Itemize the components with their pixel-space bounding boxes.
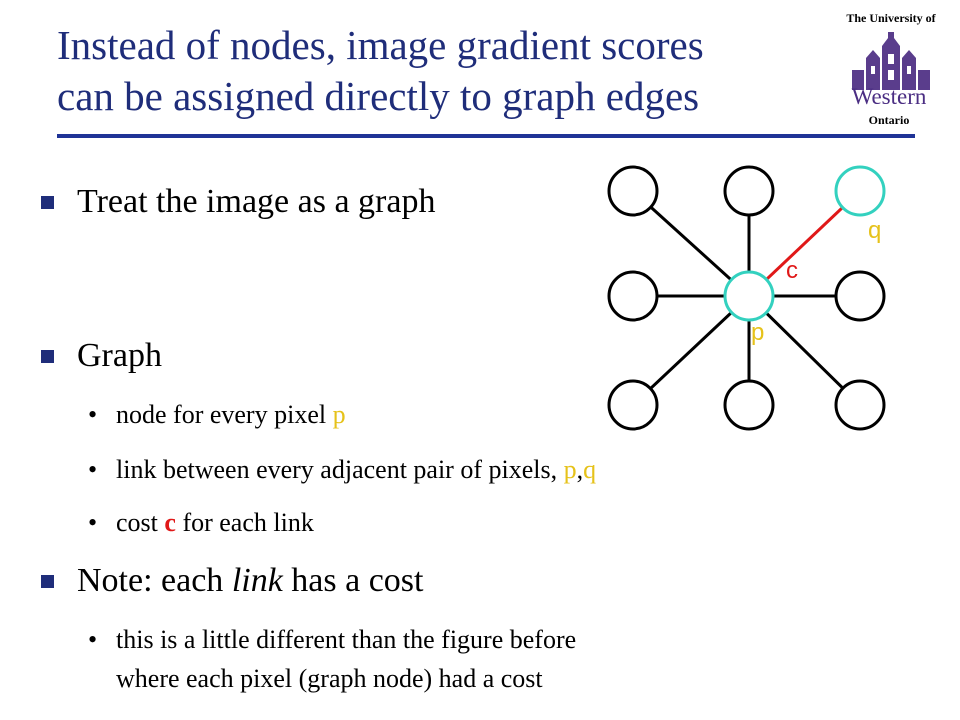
- graph-label-q: q: [868, 217, 881, 244]
- label-p: p: [563, 455, 577, 484]
- bullet-note: Note: each link has a cost: [77, 561, 423, 601]
- label-c: c: [164, 508, 176, 537]
- comma: ,: [576, 455, 584, 484]
- edge-sw: [631, 294, 751, 407]
- label-p: p: [332, 400, 346, 429]
- sub-bullet-dot-icon: •: [88, 400, 98, 429]
- node-nw: [607, 165, 659, 217]
- sub-bullet-link: link between every adjacent pair of pixe…: [116, 454, 596, 486]
- sub-bullet-node-text: node for every pixel: [116, 400, 333, 429]
- sub-bullet-dot-icon: •: [88, 455, 98, 484]
- logo-ontario: Ontario: [868, 113, 910, 127]
- node-e: [834, 270, 886, 322]
- logo-university-of: The University of: [846, 11, 936, 25]
- edge-nw: [631, 189, 751, 298]
- node-p: [723, 270, 775, 322]
- node-w: [607, 270, 659, 322]
- sub-bullet-dot-icon: •: [88, 508, 98, 537]
- sub-bullet-different-line2: where each pixel (graph node) had a cost: [116, 664, 543, 693]
- sub-bullet-node: node for every pixel p: [116, 399, 346, 431]
- node-n: [723, 165, 775, 217]
- graph-label-p: p: [751, 319, 764, 346]
- label-q: q: [583, 455, 597, 484]
- sub-bullet-cost-post: for each link: [175, 508, 314, 537]
- graph-label-c: c: [786, 257, 798, 284]
- sub-bullet-dot-icon: •: [88, 625, 98, 654]
- node-se: [834, 379, 886, 431]
- node-q: [834, 165, 886, 217]
- note-emphasis: link: [231, 562, 283, 599]
- slide-title: Instead of nodes, image gradient scores …: [57, 20, 847, 122]
- title-underline: [57, 134, 915, 138]
- sub-bullet-different-line1: this is a little different than the figu…: [116, 625, 577, 654]
- sub-bullet-link-text: link between every adjacent pair of pixe…: [116, 455, 564, 484]
- sub-bullet-cost: cost c for each link: [116, 507, 314, 539]
- pixel-graph-diagram: q c p: [607, 165, 886, 431]
- bullet-square-icon: [41, 350, 54, 363]
- sub-bullet-cost-pre: cost: [116, 508, 165, 537]
- title-line-1: Instead of nodes, image gradient scores: [57, 22, 704, 68]
- node-s: [723, 379, 775, 431]
- bullet-treat-image: Treat the image as a graph: [77, 183, 436, 220]
- edge-se: [747, 294, 862, 407]
- logo-western: Western: [851, 84, 927, 109]
- node-sw: [607, 379, 659, 431]
- bullet-square-icon: [41, 575, 54, 588]
- bullet-square-icon: [41, 196, 54, 209]
- note-pre: Note: each: [77, 562, 232, 599]
- university-crest-icon: [852, 32, 930, 90]
- title-line-2: can be assigned directly to graph edges: [57, 73, 700, 119]
- bullet-graph: Graph: [77, 337, 162, 374]
- note-post: has a cost: [282, 562, 424, 599]
